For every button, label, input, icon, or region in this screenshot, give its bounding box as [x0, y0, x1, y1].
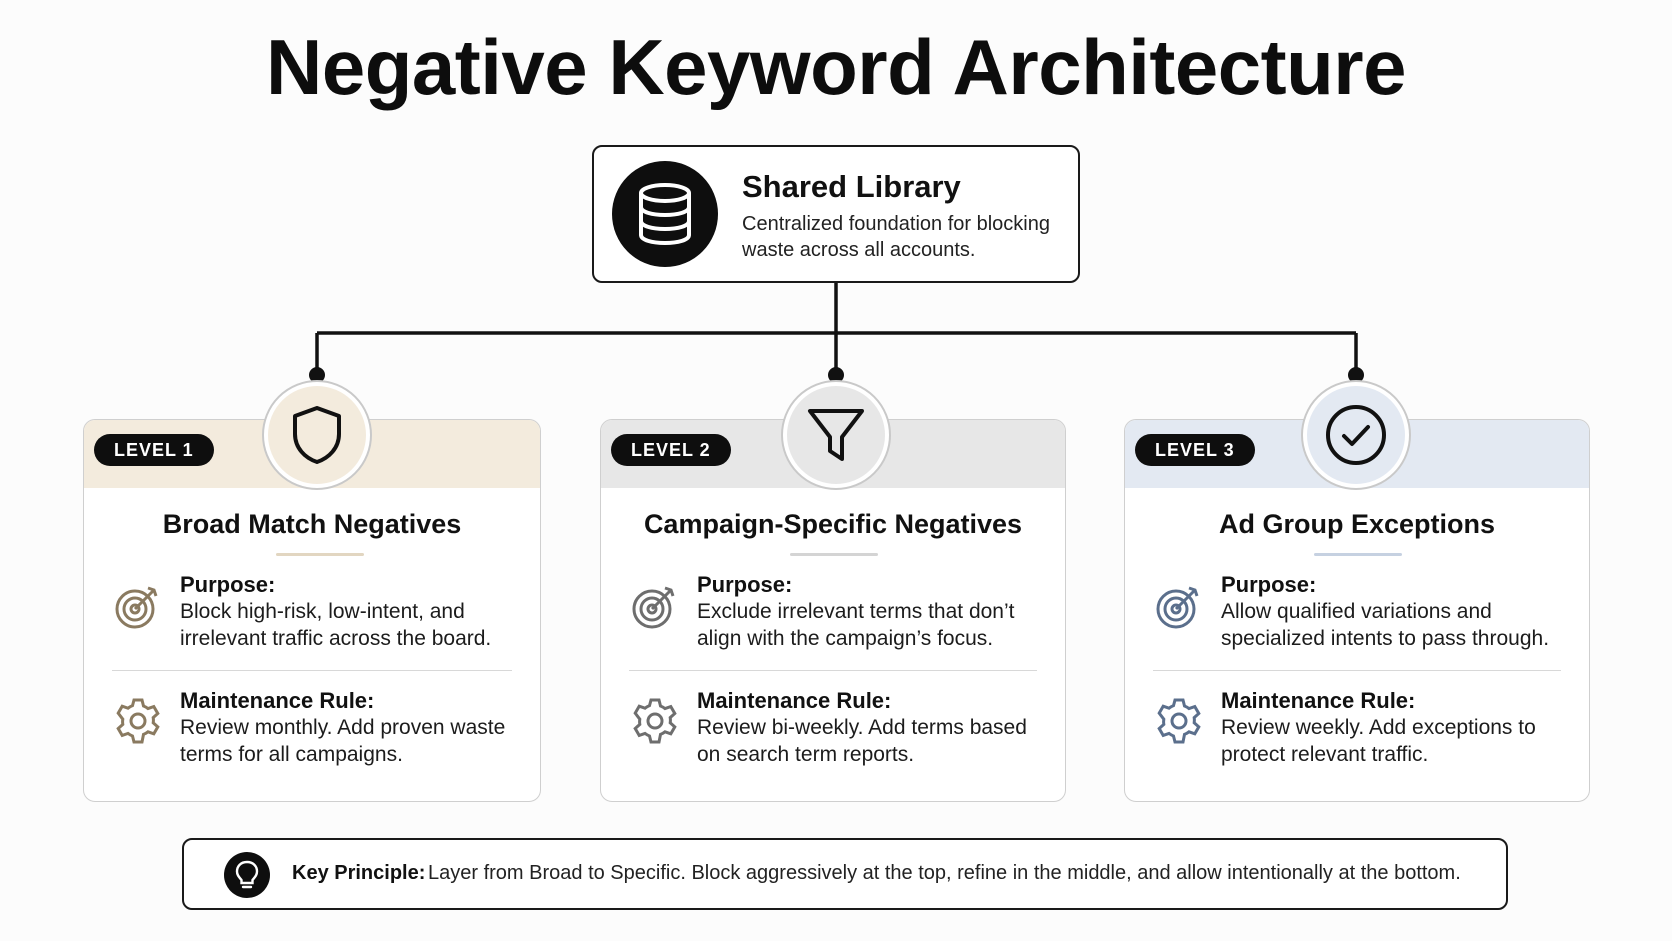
check-circle-icon [1326, 405, 1386, 465]
database-icon [612, 161, 718, 267]
level-1-rule-text: Review monthly. Add proven waste terms f… [180, 716, 506, 766]
shared-library-card: Shared Library Centralized foundation fo… [592, 145, 1080, 283]
target-icon [632, 586, 675, 629]
level-2-underline [790, 553, 878, 556]
level-1-purpose-label: Purpose: [180, 572, 276, 597]
level-2-medallion [781, 380, 891, 490]
lightbulb-icon [224, 852, 270, 898]
level-2-divider [629, 670, 1037, 671]
key-principle-text: Layer from Broad to Specific. Block aggr… [428, 862, 1461, 884]
level-3-purpose-text: Allow qualified variations and specializ… [1221, 600, 1550, 650]
level-3-purpose-label: Purpose: [1221, 572, 1317, 597]
level-1-medallion [262, 380, 372, 490]
key-principle-label: Key Principle: [292, 862, 426, 884]
page-title: Negative Keyword Architecture [266, 23, 1406, 111]
level-1-title: Broad Match Negatives [162, 509, 462, 539]
level-3-rule-label: Maintenance Rule: [1221, 688, 1416, 713]
gear-icon [633, 698, 677, 744]
funnel-icon [808, 409, 864, 461]
level-2-purpose-label: Purpose: [697, 572, 793, 597]
level-1-rule-label: Maintenance Rule: [180, 688, 375, 713]
target-icon [1156, 586, 1199, 629]
level-1-divider [112, 670, 512, 671]
level-1-badge: LEVEL 1 [94, 434, 214, 466]
gear-icon [1157, 698, 1201, 744]
shared-library-title: Shared Library [742, 169, 961, 204]
level-3-title: Ad Group Exceptions [1218, 509, 1496, 539]
gear-icon [116, 698, 160, 744]
level-2-title: Campaign-Specific Negatives [643, 509, 1023, 539]
level-2-badge: LEVEL 2 [611, 434, 731, 466]
level-3-underline [1314, 553, 1402, 556]
level-3-medallion [1301, 380, 1411, 490]
level-3-badge: LEVEL 3 [1135, 434, 1255, 466]
level-2-purpose-text: Exclude irrelevant terms that don’t alig… [697, 600, 1015, 650]
target-icon [115, 586, 158, 629]
shared-library-description: Centralized foundation for blocking wast… [742, 213, 1050, 261]
level-3-rule-text: Review weekly. Add exceptions to protect… [1221, 716, 1536, 766]
level-1-purpose-text: Block high-risk, low-intent, and irrelev… [180, 600, 492, 650]
level-1-underline [276, 553, 364, 556]
key-principle-banner: Key Principle: Layer from Broad to Speci… [182, 838, 1508, 910]
shield-icon [293, 406, 341, 464]
level-3-divider [1153, 670, 1561, 671]
level-2-rule-label: Maintenance Rule: [697, 688, 892, 713]
level-2-rule-text: Review bi-weekly. Add terms based on sea… [697, 716, 1027, 766]
